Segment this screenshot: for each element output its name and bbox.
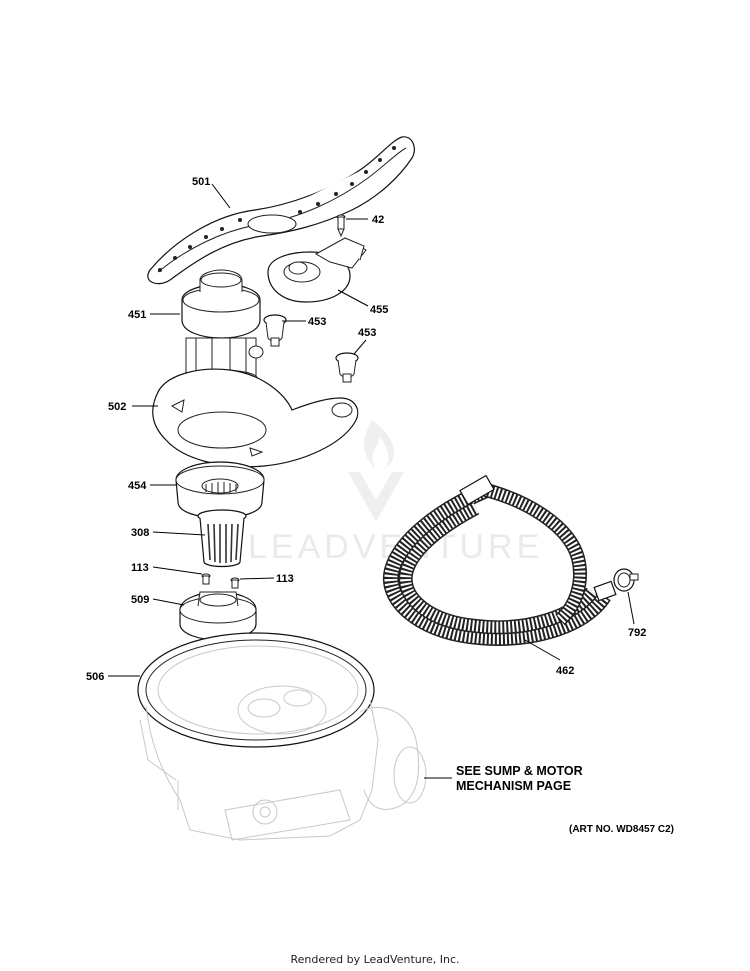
callout-42[interactable]: 42 bbox=[372, 214, 384, 226]
part-cap-453-lower[interactable] bbox=[335, 352, 359, 383]
part-screw-113-left[interactable] bbox=[201, 573, 211, 585]
callout-506[interactable]: 506 bbox=[86, 671, 104, 683]
part-spray-arm-manifold[interactable] bbox=[267, 237, 367, 303]
callout-113-right[interactable]: 113 bbox=[276, 573, 294, 585]
part-screw-113-right[interactable] bbox=[230, 577, 240, 589]
sump-motor-note-line2[interactable]: MECHANISM PAGE bbox=[456, 779, 571, 793]
callout-451[interactable]: 451 bbox=[128, 309, 146, 321]
callout-454[interactable]: 454 bbox=[128, 480, 147, 492]
callout-453-lower[interactable]: 453 bbox=[358, 327, 376, 339]
art-number: (ART NO. WD8457 C2) bbox=[569, 824, 674, 835]
footer-credit: Rendered by LeadVenture, Inc. bbox=[290, 953, 460, 966]
part-hose-clamp[interactable] bbox=[613, 568, 639, 592]
part-spray-tower-hub[interactable] bbox=[181, 269, 264, 387]
sump-motor-assembly bbox=[139, 645, 427, 841]
callout-455[interactable]: 455 bbox=[370, 304, 388, 316]
callout-113-left[interactable]: 113 bbox=[131, 562, 149, 574]
callout-792[interactable]: 792 bbox=[628, 627, 646, 639]
part-cap-453-upper[interactable] bbox=[263, 314, 287, 347]
callout-462[interactable]: 462 bbox=[556, 665, 574, 677]
part-screw-42[interactable] bbox=[336, 214, 346, 238]
part-upper-spray-arm[interactable] bbox=[147, 136, 415, 285]
callout-502[interactable]: 502 bbox=[108, 401, 126, 413]
part-sump-gasket[interactable] bbox=[137, 632, 375, 748]
part-coarse-filter[interactable] bbox=[175, 461, 265, 519]
callout-509[interactable]: 509 bbox=[131, 594, 149, 606]
part-filter-plate[interactable] bbox=[152, 368, 359, 468]
callout-501[interactable]: 501 bbox=[192, 176, 210, 188]
sump-motor-note-line1[interactable]: SEE SUMP & MOTOR bbox=[456, 764, 583, 778]
leader-lines bbox=[108, 183, 635, 779]
part-drain-hose[interactable] bbox=[382, 474, 617, 646]
callout-308[interactable]: 308 bbox=[131, 527, 149, 539]
part-filter-housing[interactable] bbox=[179, 591, 257, 641]
part-fine-filter[interactable] bbox=[197, 509, 247, 568]
callout-453-upper[interactable]: 453 bbox=[308, 316, 326, 328]
